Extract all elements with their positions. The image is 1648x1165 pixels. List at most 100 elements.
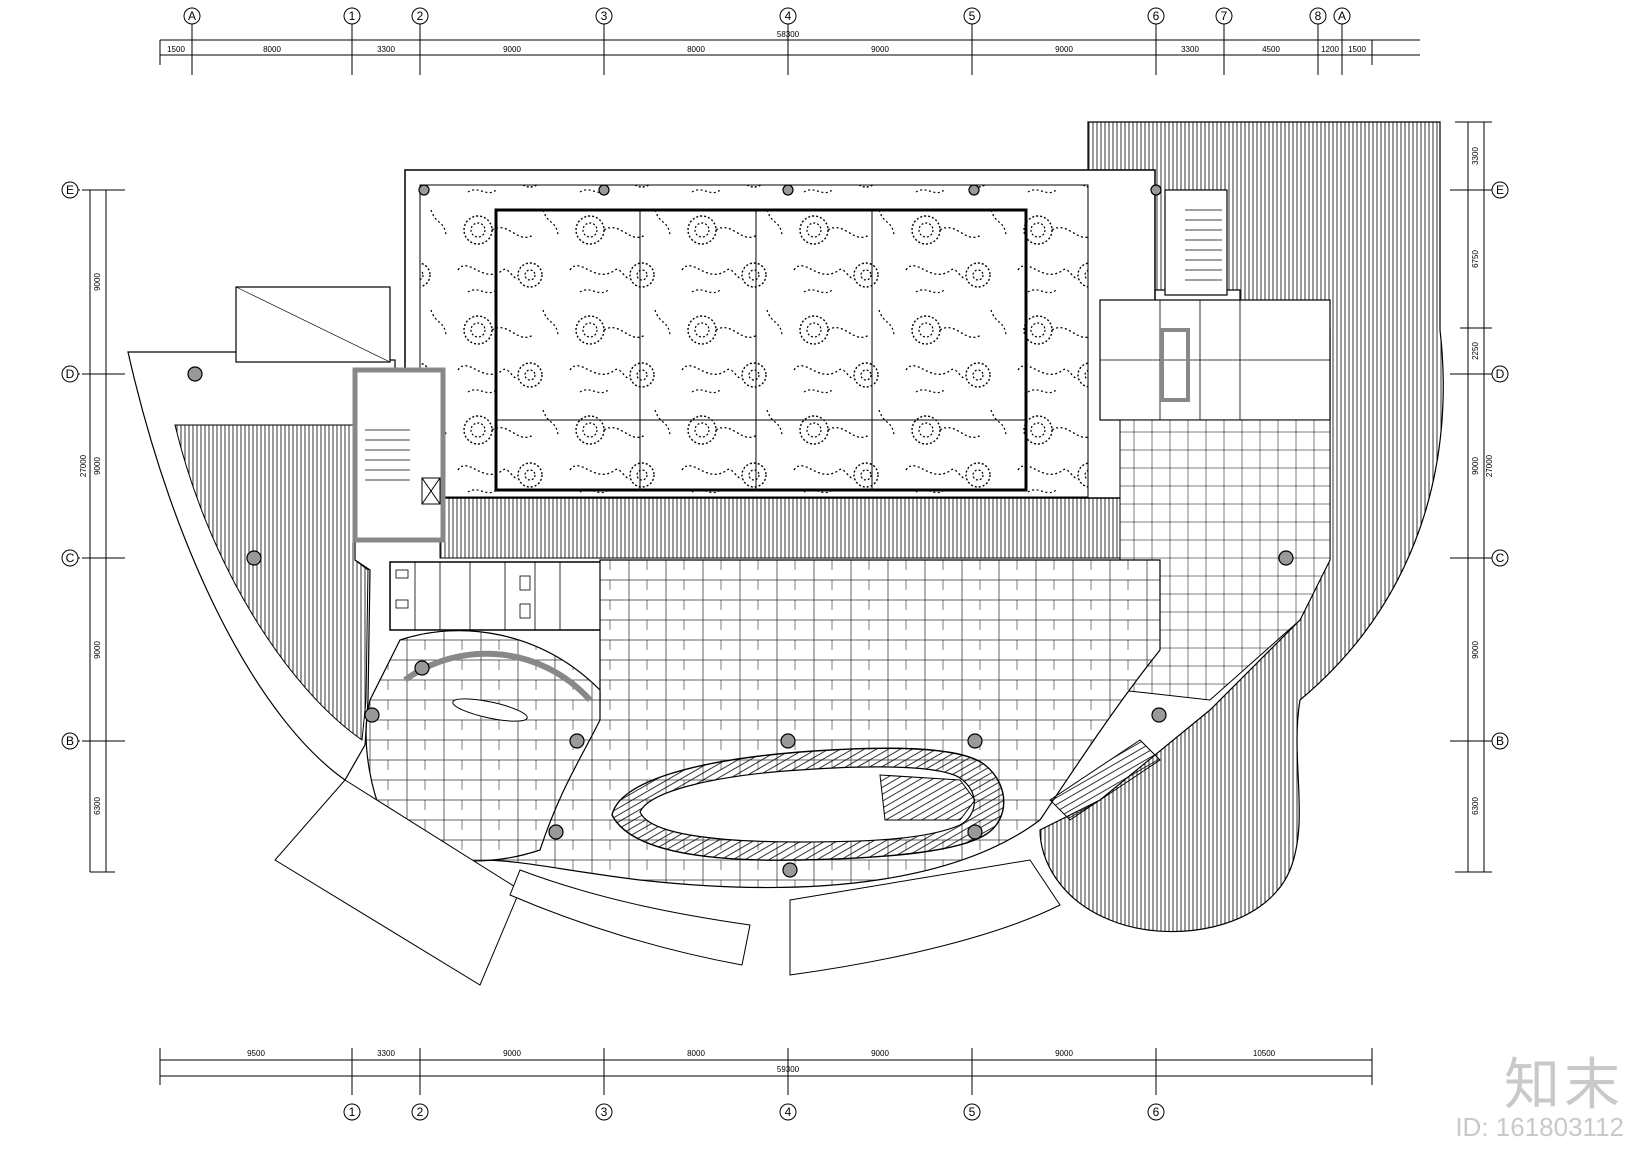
svg-text:9000: 9000	[93, 457, 102, 475]
svg-text:9000: 9000	[871, 45, 889, 54]
axis-bubble: 1	[343, 7, 361, 25]
columns	[187, 184, 1294, 878]
bottom-total-dimension: 59300	[777, 1065, 800, 1074]
svg-text:3: 3	[601, 1105, 608, 1119]
svg-text:9000: 9000	[1055, 45, 1073, 54]
svg-text:E: E	[1496, 183, 1504, 197]
svg-text:1: 1	[349, 1105, 356, 1119]
bottom-segment-dimensions: 9500 3300 9000 8000 9000 9000 10500	[247, 1049, 1276, 1058]
service-room-partitions	[1100, 300, 1330, 420]
svg-text:3: 3	[601, 9, 608, 23]
left-stair-treads	[365, 429, 410, 481]
axis-bubble: 2	[411, 7, 429, 25]
bottom-dimension-bar	[159, 1048, 1373, 1095]
top-segment-dimensions: 1500 8000 3300 9000 8000 9000 9000 3300 …	[167, 45, 1366, 54]
svg-text:9000: 9000	[503, 1049, 521, 1058]
svg-text:A: A	[188, 9, 196, 23]
svg-text:1500: 1500	[167, 45, 185, 54]
svg-text:9000: 9000	[93, 641, 102, 659]
right-segment-dimensions: 3300 6750 2250 9000 9000 6300	[1471, 147, 1480, 815]
svg-text:C: C	[66, 551, 75, 565]
garden-flower-pattern	[419, 184, 1089, 498]
svg-text:9500: 9500	[247, 1049, 265, 1058]
axis-bubble: E	[1491, 181, 1509, 199]
axis-bubble: 7	[1215, 7, 1233, 25]
svg-text:9000: 9000	[1055, 1049, 1073, 1058]
svg-text:1500: 1500	[1348, 45, 1366, 54]
axis-bubble: 1	[343, 1103, 361, 1121]
svg-text:3300: 3300	[377, 1049, 395, 1058]
svg-text:3300: 3300	[377, 45, 395, 54]
top-total-dimension: 58300	[777, 30, 800, 39]
axis-bubble: A	[183, 7, 201, 25]
garden-inner-frame	[494, 208, 1028, 492]
svg-text:8: 8	[1315, 9, 1322, 23]
svg-text:9000: 9000	[871, 1049, 889, 1058]
axis-bubble: B	[61, 732, 79, 750]
axis-bubble: 3	[595, 1103, 613, 1121]
axis-bubble: C	[1491, 549, 1509, 567]
right-stair-core	[1164, 189, 1228, 296]
svg-text:A: A	[1338, 9, 1346, 23]
axis-bubble: 6	[1147, 1103, 1165, 1121]
left-entrance-hall	[365, 630, 601, 862]
axis-bubble: C	[61, 549, 79, 567]
svg-text:5: 5	[969, 1105, 976, 1119]
svg-text:2250: 2250	[1471, 342, 1480, 360]
bottom-center-planter	[789, 859, 1061, 976]
axis-bubble: E	[61, 181, 79, 199]
svg-text:8000: 8000	[687, 45, 705, 54]
svg-text:D: D	[66, 367, 75, 381]
left-segment-dimensions: 9000 9000 9000 6300	[93, 273, 102, 815]
svg-text:6: 6	[1153, 9, 1160, 23]
left-axis-bubbles: E D C B	[61, 181, 79, 750]
svg-text:5: 5	[969, 9, 976, 23]
svg-text:8000: 8000	[263, 45, 281, 54]
left-total-dimension: 27000	[79, 454, 88, 477]
left-stair-core	[352, 367, 446, 543]
right-curved-stair	[1049, 739, 1161, 821]
svg-text:3300: 3300	[1471, 147, 1480, 165]
bottom-axis-bubbles: 1 2 3 4 5 6	[343, 1103, 1165, 1121]
atrium-ramp	[879, 774, 976, 821]
right-axis-bubbles: E D C B	[1491, 181, 1509, 750]
svg-text:6: 6	[1153, 1105, 1160, 1119]
corridor-band	[439, 497, 1161, 559]
right-dimension-bar	[1450, 121, 1492, 873]
svg-text:6300: 6300	[1471, 797, 1480, 815]
svg-text:C: C	[1496, 551, 1505, 565]
lower-left-ramp	[274, 779, 521, 986]
axis-bubble: 5	[963, 7, 981, 25]
top-axis-bubbles: A 1 2 3 4 5 6 7 8 A	[183, 7, 1351, 25]
axis-bubble: D	[1491, 365, 1509, 383]
restroom-block	[389, 561, 616, 631]
svg-text:2: 2	[417, 9, 424, 23]
svg-text:4: 4	[785, 9, 792, 23]
left-terrace-hatch	[174, 424, 369, 741]
svg-text:1: 1	[349, 9, 356, 23]
svg-text:6300: 6300	[93, 797, 102, 815]
svg-text:9000: 9000	[503, 45, 521, 54]
svg-text:10500: 10500	[1253, 1049, 1276, 1058]
svg-text:8000: 8000	[687, 1049, 705, 1058]
svg-text:3300: 3300	[1181, 45, 1199, 54]
top-dimension-bar	[159, 22, 1420, 75]
watermark-brand: 知末	[1504, 1053, 1624, 1116]
right-total-dimension: 27000	[1485, 454, 1494, 477]
svg-text:9000: 9000	[1471, 457, 1480, 475]
watermark-id: ID: 161803112	[1455, 1112, 1624, 1142]
axis-bubble: 6	[1147, 7, 1165, 25]
svg-text:4500: 4500	[1262, 45, 1280, 54]
axis-bubble: 4	[779, 1103, 797, 1121]
right-stair-treads	[1185, 209, 1222, 281]
svg-text:6750: 6750	[1471, 250, 1480, 268]
svg-text:B: B	[66, 734, 74, 748]
svg-text:1200: 1200	[1321, 45, 1339, 54]
axis-bubble: 5	[963, 1103, 981, 1121]
svg-text:E: E	[66, 183, 74, 197]
garden-grid-lines	[496, 210, 1026, 490]
axis-bubble: 2	[411, 1103, 429, 1121]
axis-bubble: 3	[595, 7, 613, 25]
svg-text:2: 2	[417, 1105, 424, 1119]
